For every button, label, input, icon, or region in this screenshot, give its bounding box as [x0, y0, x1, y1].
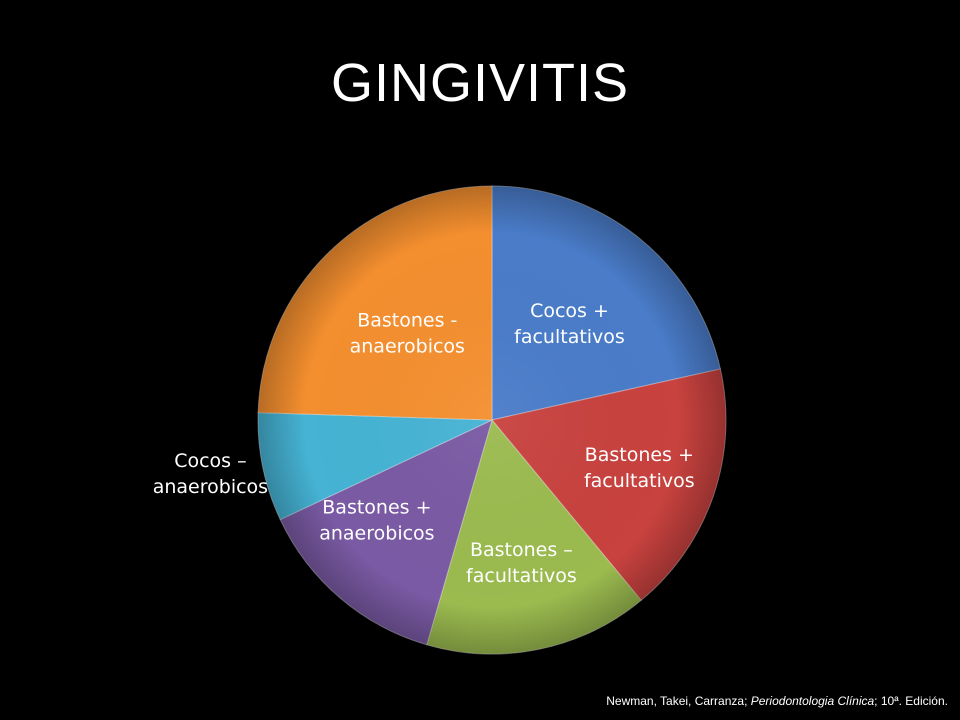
slice-label-line: Bastones +	[322, 497, 431, 519]
slice-label-line: Bastones +	[585, 444, 694, 466]
slice-label-5: Cocos – anaerobicos	[153, 450, 268, 498]
pie-slice-6	[257, 185, 493, 421]
slice-label-2: Bastones + facultativos	[584, 444, 695, 492]
slice-label-line: anaerobicos	[350, 336, 465, 358]
citation-edition: ; 10ª. Edición.	[874, 694, 948, 708]
slice-label-4: Bastones + anaerobicos	[319, 497, 434, 545]
slice-label-line: facultativos	[584, 470, 695, 492]
slice-label-line: Bastones -	[357, 310, 457, 332]
slice-label-line: anaerobicos	[319, 523, 434, 545]
slice-label-6: Bastones - anaerobicos	[350, 310, 465, 358]
slice-label-line: facultativos	[514, 326, 625, 348]
slide-title: GINGIVITIS	[330, 53, 630, 113]
slice-label-3: Bastones – facultativos	[466, 539, 577, 587]
citation: Newman, Takei, Carranza; Periodontologia…	[606, 694, 948, 708]
slice-label-line: facultativos	[466, 565, 577, 587]
slice-label-1: Cocos + facultativos	[514, 300, 625, 348]
citation-book: Periodontologia Clínica	[750, 694, 875, 708]
citation-authors: Newman, Takei, Carranza;	[606, 694, 751, 708]
slice-label-line: Bastones –	[470, 539, 573, 561]
slice-label-line: Cocos –	[174, 450, 246, 472]
slice-label-line: Cocos +	[530, 300, 609, 322]
slice-label-line: anaerobicos	[153, 476, 268, 498]
